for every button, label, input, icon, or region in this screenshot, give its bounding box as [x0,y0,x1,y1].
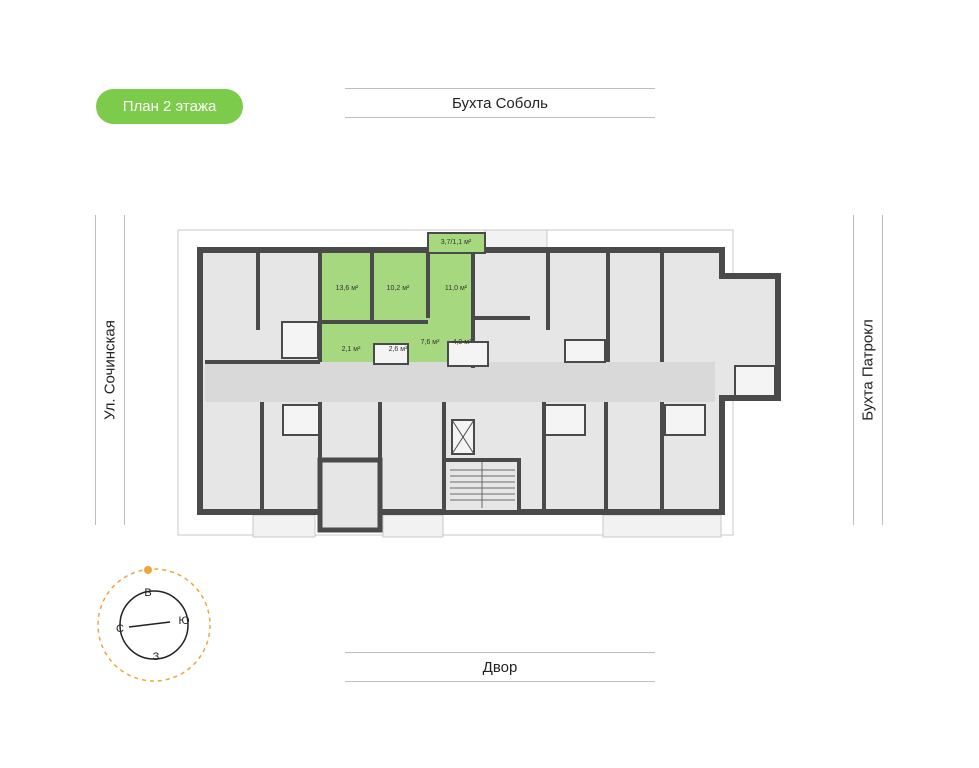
side-label-right: Бухта Патрокл [853,215,883,525]
compass-west-label: З [153,651,160,663]
balcony-bottom-1 [252,514,316,538]
compass-south-label: Ю [178,615,189,627]
balcony-area-label: 3,7/1,1 м² [441,239,472,246]
sun-path-icon [97,568,211,682]
balcony-bottom-2 [382,514,444,538]
sun-icon [144,566,152,574]
room-area-label: 4,0 м² [453,339,472,346]
side-label-bottom-text: Двор [482,658,518,676]
room-area-label: 2,1 м² [342,346,361,353]
room-area-label: 10,2 м² [387,285,410,292]
stairs [450,462,515,508]
bay-bottom-left [317,457,383,533]
interior-walls [205,253,664,510]
compass: В С Ю З [97,566,211,682]
balcony-bottom-3 [602,514,722,538]
compass-needle-icon [128,621,171,628]
room-area-label: 2,6 м² [389,346,408,353]
side-label-bottom: Двор [345,652,655,682]
bathrooms [281,321,776,436]
elevator-cross-2 [451,419,475,455]
floor-plan-badge: План 2 этажа [96,89,243,124]
side-label-top: Бухта Соболь [345,88,655,118]
compass-north-label: С [116,623,124,635]
compass-east-label: В [144,587,151,599]
side-label-top-text: Бухта Соболь [452,94,548,112]
room-area-label: 11,0 м² [445,285,468,292]
compass-ring-icon [119,590,189,660]
room-area-label: 7,6 м² [421,339,440,346]
corridor [205,362,715,402]
highlighted-balcony [427,232,486,254]
room-area-label: 13,6 м² [336,285,359,292]
side-label-left: Ул. Сочинская [95,215,125,525]
